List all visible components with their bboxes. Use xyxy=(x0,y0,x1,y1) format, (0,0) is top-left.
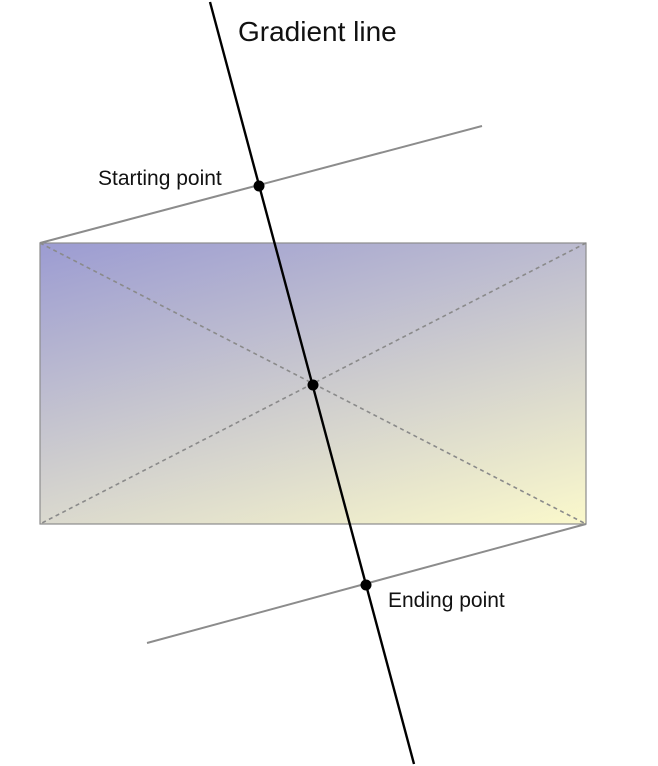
starting-point-marker xyxy=(253,180,265,192)
diagram-title: Gradient line xyxy=(238,16,397,47)
ending-point-label: Ending point xyxy=(388,589,505,612)
diagonal-line-1 xyxy=(39,242,587,525)
starting-point-label: Starting point xyxy=(98,167,222,190)
center-point-marker xyxy=(307,379,319,391)
diagonal-line-2 xyxy=(39,242,587,525)
ending-point-marker xyxy=(360,579,372,591)
